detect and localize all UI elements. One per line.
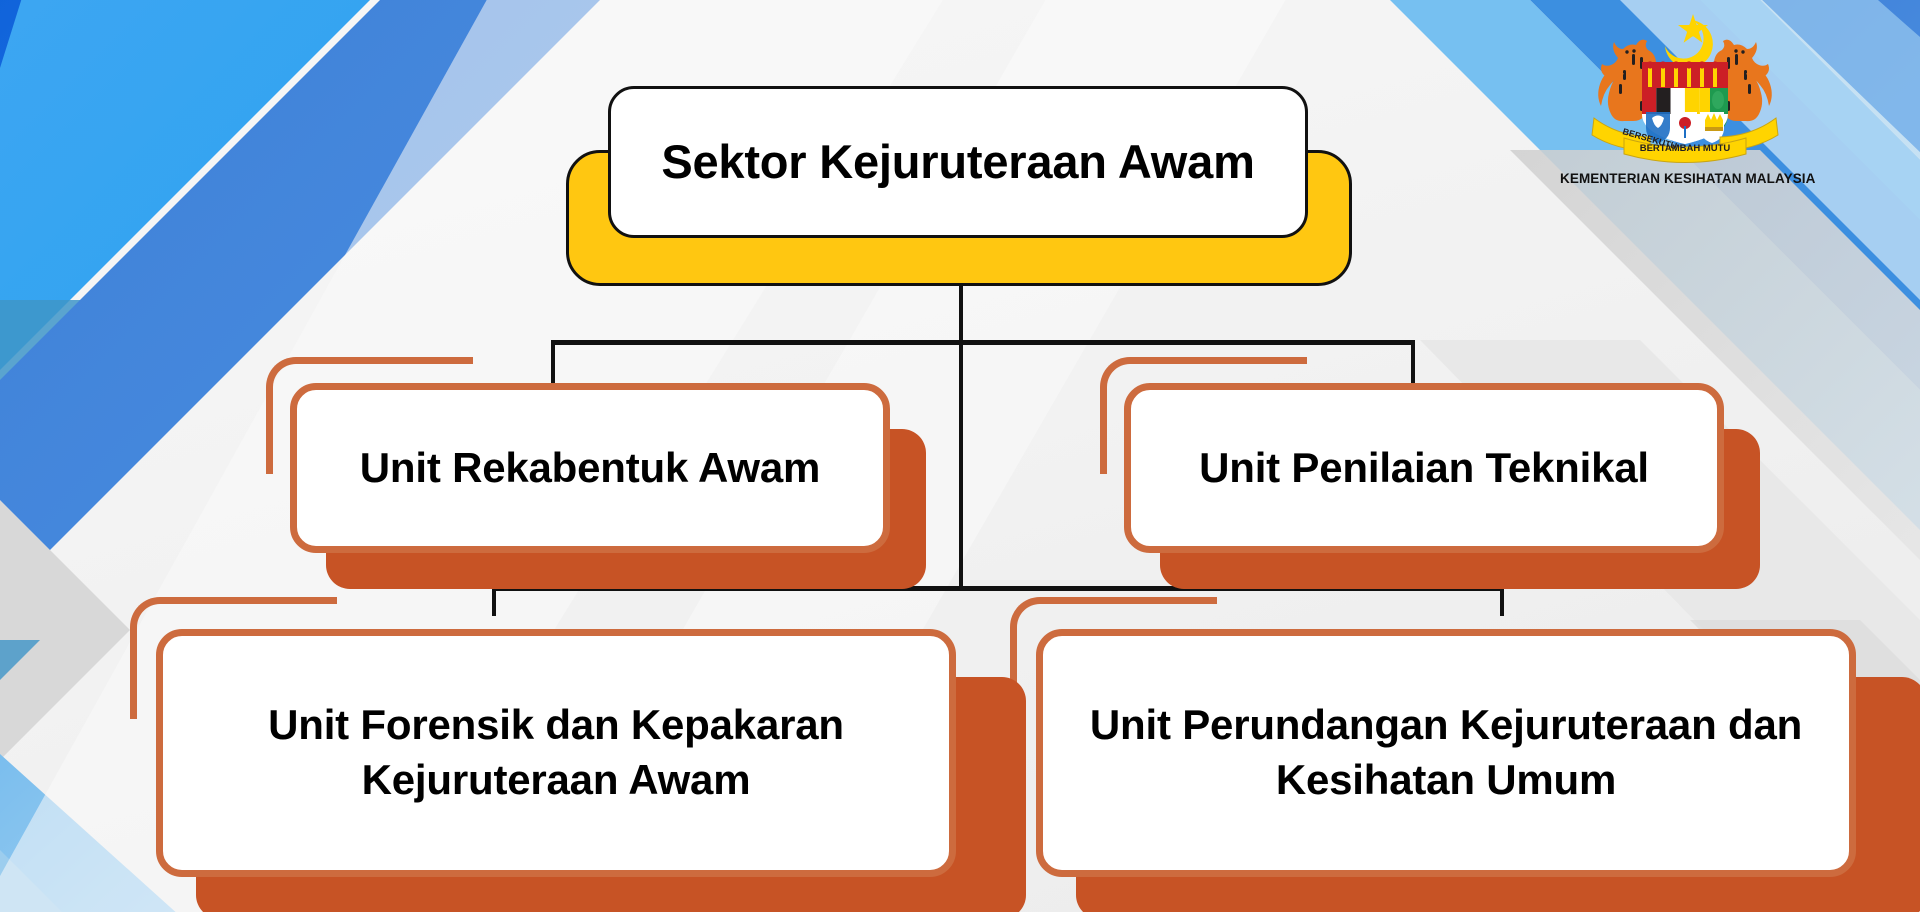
unit-node-card[interactable]: Unit Rekabentuk Awam bbox=[290, 383, 890, 553]
org-node-unit-penilaian-teknikal[interactable]: Unit Penilaian Teknikal bbox=[1100, 357, 1760, 589]
unit-node-bracket bbox=[266, 357, 473, 474]
org-node-unit-rekabentuk-awam[interactable]: Unit Rekabentuk Awam bbox=[266, 357, 926, 589]
root-node-label: Sektor Kejuruteraan Awam bbox=[661, 135, 1255, 189]
unit-node-bracket bbox=[1010, 597, 1217, 719]
org-node-unit-perundangan[interactable]: Unit Perundangan Kejuruteraan dan Kesiha… bbox=[1010, 597, 1920, 912]
unit-node-label: Unit Penilaian Teknikal bbox=[1199, 443, 1649, 491]
unit-node-label: Unit Rekabentuk Awam bbox=[359, 443, 821, 491]
connector-level2-right-drop bbox=[1500, 586, 1504, 616]
malaysia-coat-of-arms-icon: BERSEKUTU BERTAMBAH MUTU bbox=[1591, 14, 1779, 163]
connector-level1-left-drop bbox=[551, 340, 555, 388]
org-node-root[interactable]: Sektor Kejuruteraan Awam bbox=[566, 86, 1352, 286]
connector-level2-left-drop bbox=[492, 586, 496, 616]
org-node-unit-forensik-kepakaran[interactable]: Unit Forensik dan Kepakaran Kejuruteraan… bbox=[130, 597, 1026, 912]
svg-text:BERTAMBAH MUTU: BERTAMBAH MUTU bbox=[1640, 143, 1731, 154]
connector-mid-stem bbox=[959, 340, 963, 590]
unit-node-card[interactable]: Unit Perundangan Kejuruteraan dan Kesiha… bbox=[1036, 629, 1856, 877]
ministry-name-caption: KEMENTERIAN KESIHATAN MALAYSIA bbox=[1560, 171, 1816, 186]
unit-node-bracket bbox=[130, 597, 337, 719]
connector-level1-bar bbox=[551, 340, 1413, 345]
root-node-card[interactable]: Sektor Kejuruteraan Awam bbox=[608, 86, 1308, 238]
unit-node-bracket bbox=[1100, 357, 1307, 474]
ministry-logo-block: BERSEKUTU BERTAMBAH MUTU KEMENTERIAN KES… bbox=[1560, 8, 1816, 193]
connector-level2-bar bbox=[492, 586, 1504, 591]
unit-node-label: Unit Forensik dan Kepakaran Kejuruteraan… bbox=[268, 701, 844, 803]
unit-node-card[interactable]: Unit Penilaian Teknikal bbox=[1124, 383, 1724, 553]
unit-node-label: Unit Perundangan Kejuruteraan dan Kesiha… bbox=[1089, 701, 1803, 803]
connector-root-stem bbox=[959, 282, 963, 354]
connector-level1-right-drop bbox=[1411, 340, 1415, 388]
unit-node-card[interactable]: Unit Forensik dan Kepakaran Kejuruteraan… bbox=[156, 629, 956, 877]
